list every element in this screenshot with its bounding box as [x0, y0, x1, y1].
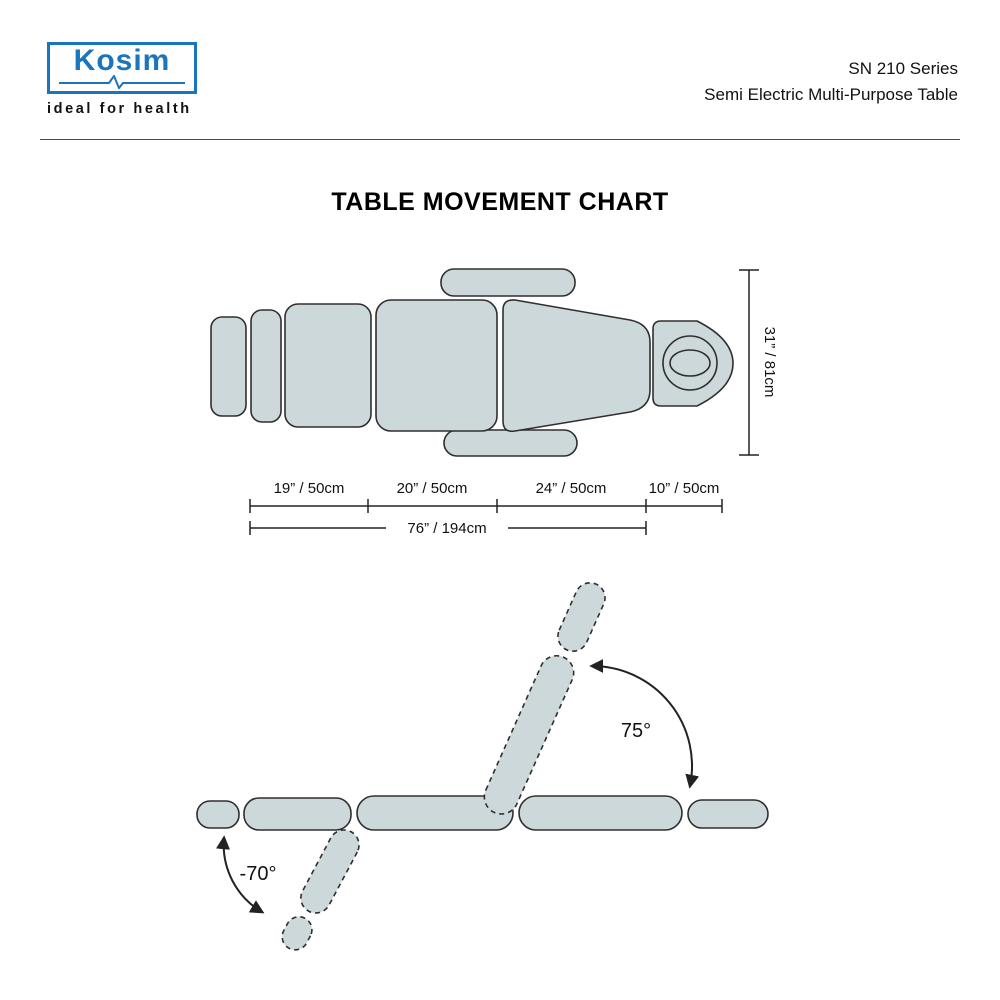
leg-section-1: [210, 316, 247, 417]
series-name: SN 210 Series: [848, 59, 958, 78]
armrest-top: [440, 268, 576, 297]
face-hole: [669, 349, 711, 377]
raised-headrest-section: [557, 582, 606, 653]
lowered-leg-section: [300, 829, 360, 914]
table-side-view: [196, 795, 769, 831]
lowered-legrest-dashed: [281, 829, 360, 951]
side-back-flat: [243, 797, 352, 831]
armrest-bottom: [443, 429, 578, 457]
legrest-angle-label: -70°: [240, 863, 277, 885]
legrest-angle-arc: [216, 835, 265, 914]
raised-backrest-section: [483, 654, 575, 815]
heartbeat-icon: [59, 75, 185, 89]
segment-label-3: 24” / 50cm: [536, 480, 607, 497]
table-top-view: [210, 268, 734, 457]
headrest-section: [652, 320, 734, 407]
product-info: SN 210 Series Semi Electric Multi-Purpos…: [704, 56, 958, 108]
side-leg-flat: [518, 795, 683, 831]
brand-logo: Kosim ideal for health: [47, 42, 199, 117]
brand-tagline: ideal for health: [47, 101, 192, 117]
logo-box: Kosim: [47, 42, 197, 94]
segment-dimension-line: [249, 499, 723, 513]
chart-title: TABLE MOVEMENT CHART: [331, 188, 669, 216]
seat-section: [375, 299, 498, 432]
raised-backrest-dashed: [483, 582, 606, 815]
side-headrest-flat: [196, 800, 240, 829]
total-dimension-line: [249, 521, 647, 535]
leg-section-2: [250, 309, 282, 423]
lowered-foot-section: [281, 915, 313, 951]
segment-label-1: 19” / 50cm: [274, 480, 345, 497]
backrest-angle-label: 75°: [621, 720, 651, 742]
side-foot-flat: [687, 799, 769, 829]
leg-section-3: [284, 303, 372, 428]
total-length-label: 76” / 194cm: [407, 520, 486, 537]
width-dimension: [739, 269, 759, 456]
width-dimension-label: 31” / 81cm: [761, 327, 778, 398]
side-seat-flat: [356, 795, 514, 831]
segment-label-4: 10” / 50cm: [649, 480, 720, 497]
backrest-section: [502, 299, 651, 433]
segment-label-2: 20” / 50cm: [397, 480, 468, 497]
backrest-angle-arc: [589, 659, 700, 789]
header-divider: [40, 139, 960, 140]
headrest-ring: [662, 335, 718, 391]
product-name: Semi Electric Multi-Purpose Table: [704, 85, 958, 104]
logo-text: Kosim: [73, 44, 171, 77]
